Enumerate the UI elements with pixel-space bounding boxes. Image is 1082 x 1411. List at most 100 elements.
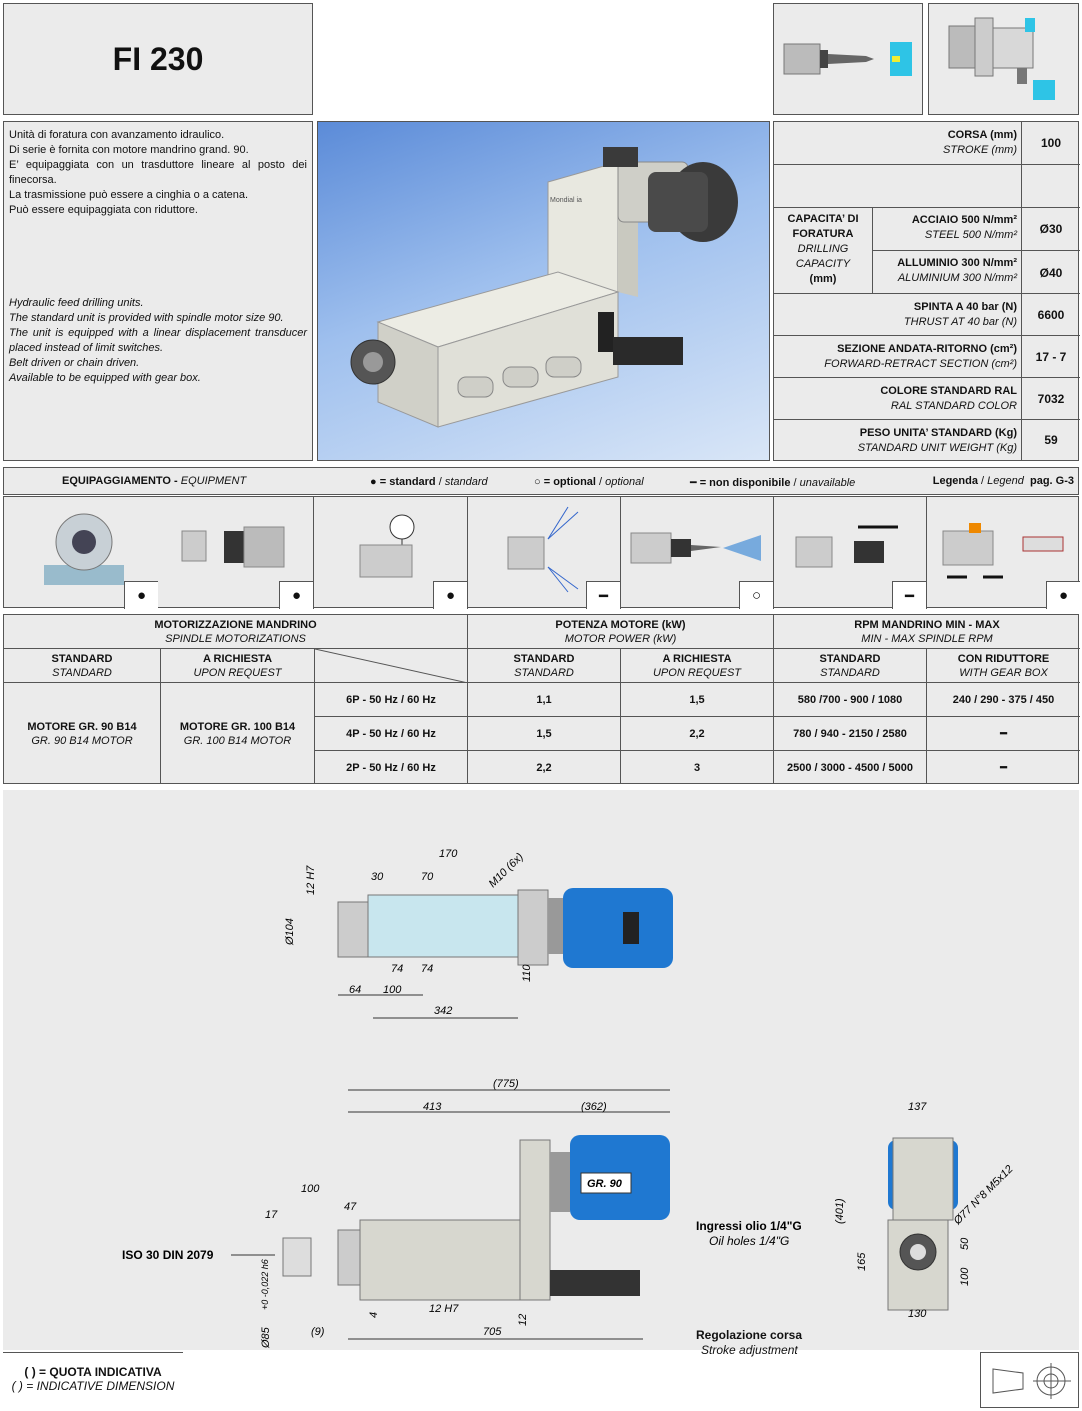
page-title: FI 230 xyxy=(3,3,313,115)
equip-cell-multihead: ● ● xyxy=(4,497,314,609)
spec-row-stroke: CORSA (mm)STROKE (mm) 100 xyxy=(774,122,1080,165)
coolant-spray-icon xyxy=(507,506,579,593)
dim-705: 705 xyxy=(483,1326,502,1338)
spec-value: Ø30 xyxy=(1039,222,1063,236)
header-drilling-illustration xyxy=(773,3,923,115)
legend-standard-symbol: ● xyxy=(370,476,377,488)
desc-line: Unità di foratura con avanzamento idraul… xyxy=(9,129,225,141)
spec-label-en: ALUMINIUM 300 N/mm² xyxy=(897,272,1017,284)
equip-symbol: ● xyxy=(433,581,467,609)
desc-line: Di serie è fornita con motore mandrino g… xyxy=(9,144,249,156)
motor-label-gr90: GR. 90 xyxy=(587,1178,623,1190)
spec-row-section: SEZIONE ANDATA-RITORNO (cm²)FORWARD-RETR… xyxy=(774,336,1080,378)
dim-12h7: 12 H7 xyxy=(305,865,317,895)
note-en: ( ) = INDICATIVE DIMENSION xyxy=(11,1379,175,1393)
dim-100: 100 xyxy=(383,984,402,996)
equipment-title: EQUIPAGGIAMENTO - EQUIPMENT xyxy=(62,475,246,487)
drill-tool-icon xyxy=(783,42,912,76)
dim-130: 130 xyxy=(908,1308,927,1320)
dim-m10: M10 (6x) xyxy=(487,851,526,890)
product-photo: Mondial ia xyxy=(317,121,770,461)
col-label-it: A RICHIESTA xyxy=(202,652,273,665)
spec-label-en: RAL STANDARD COLOR xyxy=(890,400,1017,412)
motor-header-it: MOTORIZZAZIONE MANDRINO xyxy=(154,618,317,631)
spec-label: SPINTA A 40 bar (N) xyxy=(913,301,1017,313)
spec-value: 6600 xyxy=(1037,307,1065,322)
col-label-en: STANDARD xyxy=(820,666,880,679)
legend-unavailable-symbol: ━ xyxy=(690,477,697,489)
quick-tool-change-icon xyxy=(795,525,898,568)
legend-standard: ● = standard / standard xyxy=(370,476,488,488)
side-view: (775) 413 (362) GR. 90 100 17 47 ISO 30 … xyxy=(122,1078,802,1349)
dim-85: Ø85 xyxy=(260,1326,272,1349)
dimension-drawing: 342 64 100 74 74 170 30 70 M10 (6x) 12 H… xyxy=(122,848,1016,1349)
legend-standard-it: = standard xyxy=(379,476,436,488)
dial-gauge-icon xyxy=(359,514,415,578)
dim-77: Ø77 N°8 M5x12 xyxy=(951,1163,1016,1228)
rpm-header-en: MIN - MAX SPINDLE RPM xyxy=(861,632,993,645)
equip-symbol: ○ xyxy=(739,581,773,609)
stroke-adjust-label-en: Stroke adjustment xyxy=(701,1343,798,1357)
description-english: Hydraulic feed drilling units. The stand… xyxy=(9,296,307,386)
angle-head-icon xyxy=(948,17,1055,100)
equipment-row: ● ● ● ━ ○ ━ xyxy=(3,496,1080,609)
std-motor-it: MOTORE GR. 90 B14 xyxy=(27,720,137,733)
legend-optional-symbol: ○ xyxy=(534,476,541,488)
oil-label-en: Oil holes 1/4"G xyxy=(709,1234,789,1248)
col-diagonal xyxy=(315,649,468,683)
capacity-en2: CAPACITY xyxy=(795,258,851,270)
col-label-en: STANDARD xyxy=(52,666,112,679)
col-label-it: STANDARD xyxy=(513,652,575,665)
spec-label-en: THRUST AT 40 bar (N) xyxy=(903,316,1017,328)
linear-transducer-icon xyxy=(942,523,1064,579)
col-label-it: A RICHIESTA xyxy=(662,652,732,665)
table-cell: 1,5 xyxy=(621,683,774,717)
dim-110: 110 xyxy=(521,964,533,982)
capacity-it1: CAPACITA’ DI xyxy=(787,213,859,225)
power-header-en: MOTOR POWER (kW) xyxy=(564,632,677,645)
dim-12: 12 xyxy=(517,1314,529,1326)
table-row-poles: 6P - 50 Hz / 60 Hz xyxy=(315,683,468,717)
col-label-en: UPON REQUEST xyxy=(193,666,282,679)
legend-ref-en: Legend xyxy=(987,475,1024,487)
legend-ref-it: Legenda xyxy=(932,475,978,487)
col-label-it: STANDARD xyxy=(819,652,881,665)
dim-100-front: 100 xyxy=(959,1267,971,1286)
dim-74b: 74 xyxy=(421,963,433,975)
desc-line: The unit is equipped with a linear displ… xyxy=(9,327,307,354)
desc-line: Belt driven or chain driven. xyxy=(9,357,140,369)
table-row-poles: 4P - 50 Hz / 60 Hz xyxy=(315,717,468,751)
oil-label-it: Ingressi olio 1/4"G xyxy=(696,1219,802,1233)
dim-12h7-side: 12 H7 xyxy=(429,1303,459,1315)
projection-icon xyxy=(992,1363,1071,1399)
spec-row-weight: PESO UNITA’ STANDARD (Kg)STANDARD UNIT W… xyxy=(774,420,1080,460)
front-view: 137 (401) Ø77 N°8 M5x12 165 50 100 130 xyxy=(834,1101,1016,1320)
spec-label-en: STROKE (mm) xyxy=(943,144,1017,156)
legend-optional-en: optional xyxy=(605,476,644,488)
table-cell: 240 / 290 - 375 / 450 xyxy=(927,683,1080,717)
capacity-en1: DRILLING xyxy=(797,243,849,255)
col-label-en: WITH GEAR BOX xyxy=(959,666,1048,679)
spec-label-en: STANDARD UNIT WEIGHT (Kg) xyxy=(857,442,1017,454)
table-cell: ━ xyxy=(927,717,1080,751)
description-italian: Unità di foratura con avanzamento idraul… xyxy=(9,128,307,218)
dim-50: 50 xyxy=(959,1237,971,1250)
dimension-note: ( ) = QUOTA INDICATIVA ( ) = INDICATIVE … xyxy=(3,1352,183,1408)
through-spindle-coolant-icon xyxy=(630,532,761,564)
spec-row-thrust: SPINTA A 40 bar (N)THRUST AT 40 bar (N) … xyxy=(774,294,1080,336)
capacity-unit: (mm) xyxy=(809,273,837,285)
projection-symbol xyxy=(980,1352,1079,1408)
spec-label: COLORE STANDARD RAL xyxy=(880,385,1017,397)
table-cell: 1,1 xyxy=(468,683,621,717)
technical-drawing: 342 64 100 74 74 170 30 70 M10 (6x) 12 H… xyxy=(3,790,1079,1357)
spec-label-en: FORWARD-RETRACT SECTION (cm²) xyxy=(824,358,1017,370)
table-cell: 2,2 xyxy=(621,717,774,751)
equip-symbol: ● xyxy=(279,581,313,609)
power-header: POTENZA MOTORE (kW)MOTOR POWER (kW) xyxy=(468,615,774,649)
